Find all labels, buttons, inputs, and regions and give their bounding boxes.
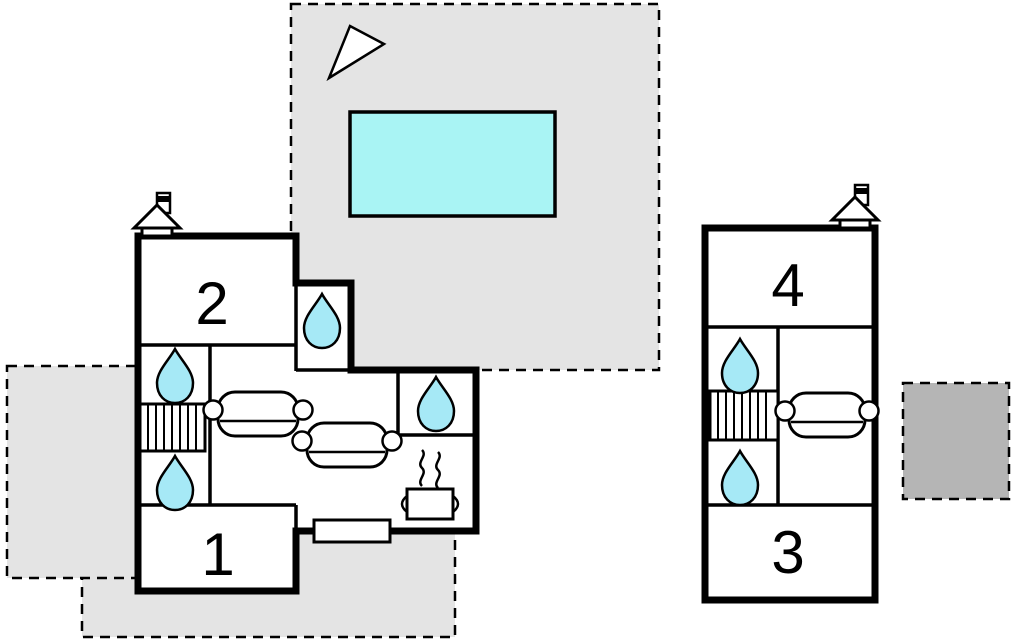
chimney-icon [130, 191, 184, 238]
main-interior-walls [138, 283, 476, 531]
sofa-icon [291, 421, 403, 469]
water-drop-icon [720, 336, 760, 395]
water-drop-icon [155, 453, 195, 512]
room-label-1: 1 [201, 521, 234, 588]
stairs-icon [708, 389, 780, 442]
water-drop-icon [416, 374, 456, 433]
water-drop-icon [302, 291, 342, 350]
main-building: 2 1 [130, 191, 480, 595]
water-drop-icon [720, 448, 760, 507]
sofa-icon [202, 390, 314, 438]
terrace-patch-dark [901, 381, 1011, 501]
swimming-pool [348, 110, 557, 218]
water-drop-icon [155, 346, 195, 405]
stove-icon [400, 449, 460, 521]
room-label-4: 4 [771, 252, 804, 319]
north-arrow-icon [326, 24, 387, 82]
terrace-left [5, 364, 140, 580]
sofa-icon [774, 391, 880, 439]
window-bench-icon [312, 518, 392, 544]
stairs-icon [138, 402, 207, 453]
room-label-3: 3 [771, 519, 804, 586]
chimney-icon [828, 183, 882, 230]
room-label-2: 2 [195, 270, 228, 337]
annex-building: 4 3 [701, 183, 882, 604]
